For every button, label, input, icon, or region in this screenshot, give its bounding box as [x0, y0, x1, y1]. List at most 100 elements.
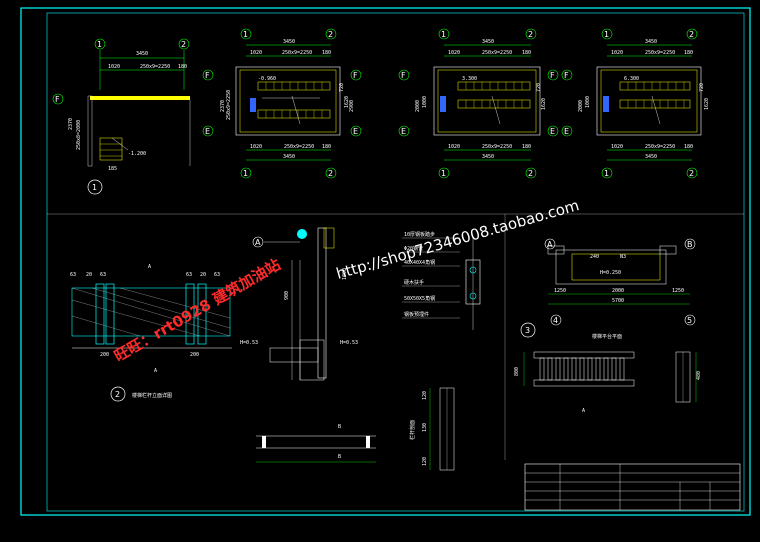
tp2-top-sub-1: 1020: [448, 50, 460, 56]
railing-dim-top-4: 63: [186, 272, 192, 278]
tp3-axis-2: 2: [689, 30, 694, 39]
note-3: 40X40X4角钢: [404, 259, 435, 266]
tp3-top-dim: 3450: [645, 39, 657, 45]
plan1-left-dim-2: 250x8=2000: [76, 120, 82, 150]
tp1-axis-2: 2: [328, 30, 333, 39]
tp1-axis-f: F: [205, 71, 210, 80]
tp2-bot-sub-2: 250x9=2250: [482, 144, 512, 150]
tp3-right-dim-2: 1620: [704, 98, 710, 110]
tp2-left-dim-1: 2000: [415, 100, 421, 112]
platform-dim-total: 5700: [612, 298, 624, 304]
railing-dim-top-3: 63: [100, 272, 106, 278]
tp3-right-dim-1: 720: [699, 83, 705, 92]
railing-dim-bot-2: 200: [190, 352, 199, 358]
balustrade-elevation: 800 A 480: [514, 351, 702, 414]
plan-b-mark-bot: B: [338, 454, 341, 460]
tp3-axis-f: F: [564, 71, 569, 80]
platform-dim-2: 2000: [612, 288, 624, 294]
tp2-axis-1: 1: [441, 30, 446, 39]
tp2-right-dim-2: 1620: [541, 98, 547, 110]
tp1-bot-sub-1: 1020: [250, 144, 262, 150]
railing-caption: 楼梯栏杆立面详图: [132, 392, 172, 399]
small-sec-dim-2: 130: [422, 423, 428, 432]
note-4: 硬木扶手: [404, 279, 424, 286]
plan-b-mark-top: B: [338, 424, 341, 430]
small-sec-dim-1: 120: [422, 391, 428, 400]
plan1-top-sub-3: 180: [178, 64, 187, 70]
outer-border: [20, 7, 751, 516]
tp3-top-sub-2: 250x9=2250: [645, 50, 675, 56]
tp2-right-dim-1: 720: [536, 83, 542, 92]
tp3-left-dim-1: 2000: [578, 100, 584, 112]
tp2-axis-f: F: [401, 71, 406, 80]
tp1-axis-2b: 2: [328, 169, 333, 178]
tp1-right-dim-1: 720: [339, 83, 345, 92]
note-5: 50X50X5角钢: [404, 295, 435, 302]
plan1-top-sub-1: 1020: [108, 64, 120, 70]
tp1-axis-f2: F: [353, 71, 358, 80]
plan1-wall: [90, 96, 190, 100]
tp1-right-dim-2: 1620: [344, 96, 350, 108]
typical-plan-3: 1 2 3450 1020 250x9=2250 180 6.300 1020 …: [561, 28, 710, 179]
tp1-left-dim-2: 250x9=2250: [226, 90, 232, 120]
railing-dim-top-5: 20: [200, 272, 206, 278]
tp2-top-sub-2: 250x9=2250: [482, 50, 512, 56]
tp2-axis-2: 2: [528, 30, 533, 39]
railing-level: H=0.53: [240, 340, 258, 346]
tp1-axis-e: E: [205, 127, 210, 136]
tp2-bot-sub-1: 1020: [448, 144, 460, 150]
tp2-axis-e: E: [401, 127, 406, 136]
tp1-left-dim-1: 2370: [220, 100, 226, 112]
tp3-bot-sub-1: 1020: [611, 144, 623, 150]
section-level: H=0.53: [340, 340, 358, 346]
tp1-top-sub-2: 250x9=2250: [282, 50, 312, 56]
tp3-axis-1b: 1: [604, 169, 609, 178]
tp1-bot-sub-2: 250x9=2250: [284, 144, 314, 150]
small-sec-caption: 栏杆剖面: [409, 420, 416, 440]
title-block: [524, 463, 741, 511]
railing-dim-top-2: 20: [86, 272, 92, 278]
platform-axis-b: B: [687, 240, 693, 249]
platform-axis-a: A: [547, 240, 553, 249]
typical-plan-2: 1 2 3450 1020 250x9=2250 180 3.300 1020 …: [398, 28, 559, 179]
railing-section-mark-bot: A: [154, 368, 157, 374]
axis-bubble-1: [94, 38, 106, 50]
tp1-top-dim: 3450: [283, 39, 295, 45]
plan-b-detail: B B: [256, 424, 376, 463]
watermark-brand: 旺旺：rrt0928 建筑加油站: [111, 255, 284, 365]
tp3-axis-1: 1: [604, 30, 609, 39]
small-section: 120 130 120 栏杆剖面: [409, 387, 455, 471]
tp1-bot-dim: 3450: [283, 154, 295, 160]
section-dim-1: 900: [284, 291, 290, 300]
tp2-left-dim-2: 1000: [422, 96, 428, 108]
tp3-top-sub-3: 180: [684, 50, 693, 56]
drawing-bubble-1: [87, 179, 103, 195]
platform-axis-5: 5: [687, 316, 692, 325]
plan1-side-dim: 185: [108, 166, 117, 172]
plan1-top-sub-2: 250x9=2250: [140, 64, 170, 70]
platform-dim-1: 1250: [554, 288, 566, 294]
tp2-axis-e2: E: [550, 127, 555, 136]
railing-dim-top-6: 63: [214, 272, 220, 278]
tp2-bot-sub-3: 180: [522, 144, 531, 150]
railing-dim-top-1: 63: [70, 272, 76, 278]
platform-label-2: N3: [620, 254, 626, 260]
tp2-axis-1b: 1: [441, 169, 446, 178]
tp2-top-sub-3: 180: [522, 50, 531, 56]
inner-border: [46, 12, 745, 512]
railing-connection-detail: 10厚钢板踏步 Φ20钢管 40X40X4角钢 硬木扶手 50X50X5角钢 钢…: [402, 231, 481, 330]
plan1-bubble: 1: [92, 183, 97, 192]
plan1-elev: -1.200: [128, 151, 146, 157]
platform-caption: 楼梯平台平面: [592, 333, 622, 340]
tp2-axis-2b: 2: [528, 169, 533, 178]
section-mark: A: [255, 238, 261, 247]
tp3-bot-sub-3: 180: [684, 144, 693, 150]
plan1-top-dim: 3450: [136, 51, 148, 57]
railing-section-mark-top: A: [148, 264, 151, 270]
tp3-axis-e: E: [564, 127, 569, 136]
railing-dim-bot-1: 200: [100, 352, 109, 358]
plan-1: 3450 1020 250x9=2250 180 1 2 F -1.200 23…: [52, 38, 191, 195]
tp2-bot-dim: 3450: [482, 154, 494, 160]
tp3-bot-dim: 3450: [645, 154, 657, 160]
